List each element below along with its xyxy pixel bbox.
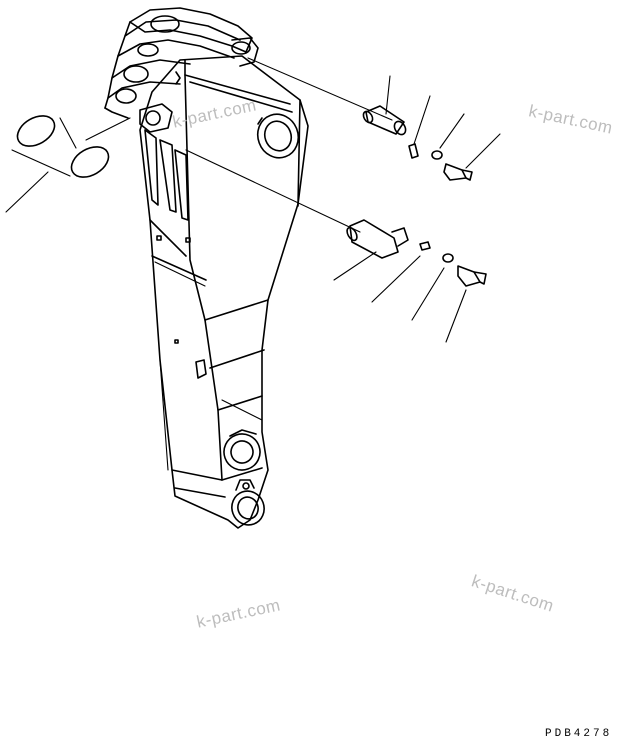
upper-boss (256, 113, 300, 159)
drawing-code: PDB4278 (545, 728, 613, 740)
shim-washers (5, 115, 131, 213)
bottom-boss (231, 479, 265, 526)
lower-boss (223, 429, 261, 471)
top-bracket (104, 7, 259, 119)
side-slots (139, 103, 207, 379)
arm-body (139, 55, 309, 529)
upper-pin-assembly (247, 57, 501, 181)
lower-pin-assembly (185, 149, 487, 343)
